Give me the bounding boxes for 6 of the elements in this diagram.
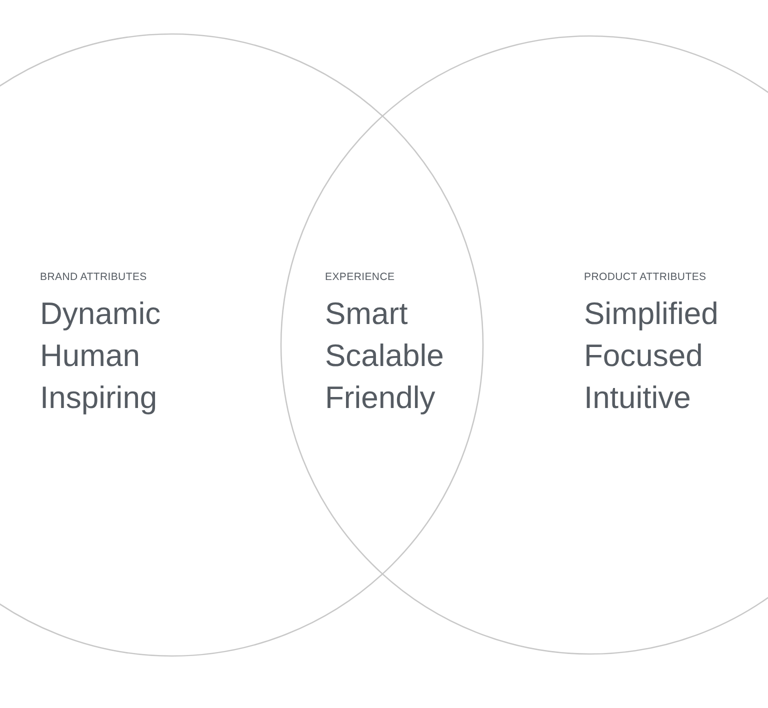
attribute-list: Smart Scalable Friendly xyxy=(325,293,495,419)
attribute-list: Simplified Focused Intuitive xyxy=(584,293,754,419)
section-heading: PRODUCT ATTRIBUTES xyxy=(584,271,706,283)
section-heading: BRAND ATTRIBUTES xyxy=(40,271,147,283)
section-heading: EXPERIENCE xyxy=(325,271,395,283)
attribute-list: Dynamic Human Inspiring xyxy=(40,293,210,419)
